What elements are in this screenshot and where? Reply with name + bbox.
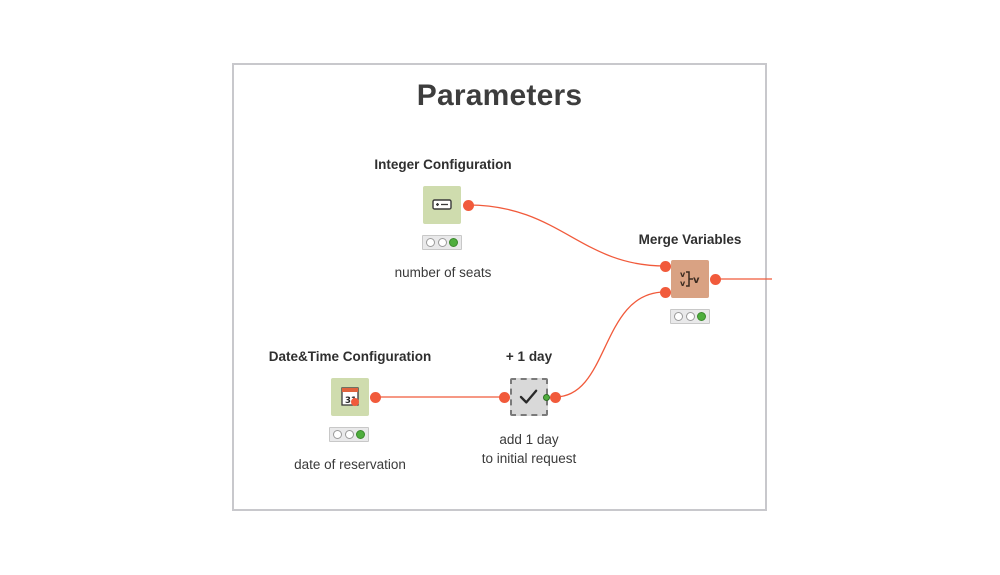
plus-one-day-description-line2: to initial request — [481, 451, 577, 466]
plus-one-day-description: add 1 day to initial request — [482, 430, 577, 468]
datetime-config-status — [329, 427, 369, 442]
status-light-green — [449, 238, 459, 247]
datetime-config-output-port[interactable] — [370, 392, 381, 403]
datetime-config-node[interactable]: 31 — [331, 378, 369, 416]
plus-one-day-description-line1: add 1 day — [499, 432, 559, 447]
svg-text:31: 31 — [345, 396, 357, 406]
svg-text:v: v — [680, 279, 686, 288]
status-light-yellow — [437, 238, 447, 247]
status-light-red — [673, 312, 683, 321]
status-light-red — [332, 430, 342, 439]
merge-variables-output-port[interactable] — [710, 274, 721, 285]
integer-config-node[interactable] — [423, 186, 461, 224]
annotation-title: Parameters — [416, 79, 583, 112]
calendar-icon: 31 — [341, 387, 359, 406]
merge-variables-status — [670, 309, 710, 324]
status-light-yellow — [685, 312, 695, 321]
status-light-green — [356, 430, 366, 439]
checkmark-icon — [519, 389, 538, 404]
datetime-config-title: Date&Time Configuration — [268, 349, 432, 364]
svg-text:v: v — [680, 270, 686, 279]
integer-config-title: Integer Configuration — [374, 157, 512, 172]
integer-config-status — [422, 235, 462, 250]
merge-variables-input-port-1[interactable] — [660, 261, 671, 272]
status-light-red — [425, 238, 435, 247]
status-light-green — [697, 312, 707, 321]
integer-input-icon — [432, 199, 452, 210]
svg-text:v: v — [693, 275, 700, 286]
plus-one-day-metanode[interactable] — [510, 378, 548, 416]
parameters-annotation-box[interactable]: Parameters — [232, 63, 767, 511]
datetime-config-description: date of reservation — [294, 457, 406, 472]
plus-one-day-input-port[interactable] — [499, 392, 510, 403]
merge-variables-icon: v v v — [680, 270, 700, 288]
plus-one-day-status-dot — [543, 394, 550, 401]
plus-one-day-title: + 1 day — [505, 349, 553, 364]
integer-config-description: number of seats — [394, 265, 492, 280]
status-light-yellow — [344, 430, 354, 439]
integer-config-output-port[interactable] — [463, 200, 474, 211]
plus-one-day-output-port[interactable] — [550, 392, 561, 403]
datetime-config-flow-port — [351, 398, 359, 406]
merge-variables-input-port-2[interactable] — [660, 287, 671, 298]
merge-variables-title: Merge Variables — [638, 232, 742, 247]
merge-variables-node[interactable]: v v v — [671, 260, 709, 298]
